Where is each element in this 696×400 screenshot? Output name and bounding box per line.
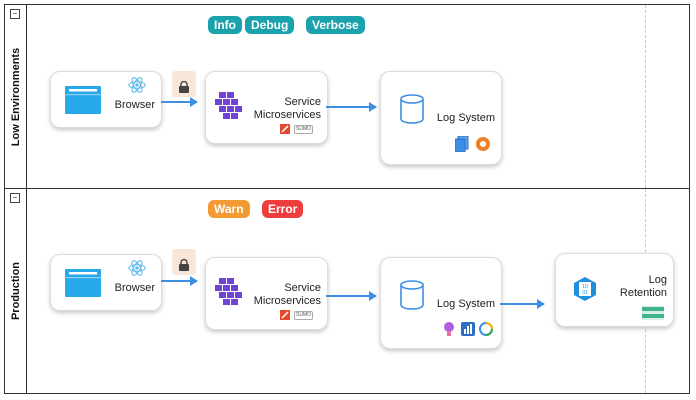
badge-debug: Debug xyxy=(245,16,295,34)
arrow-service-to-logs xyxy=(326,291,377,301)
react-icon xyxy=(128,260,146,276)
lane-title: Low Environments xyxy=(10,47,22,146)
kubernetes-pods-icon xyxy=(215,278,242,305)
java-icon xyxy=(280,310,290,320)
lane-header: − Low Environments xyxy=(5,5,27,188)
collapse-toggle[interactable]: − xyxy=(10,193,20,203)
badge-warn: Warn xyxy=(208,200,250,218)
service-label: Service Microservices xyxy=(253,282,321,307)
lane-title: Production xyxy=(10,261,22,321)
database-icon xyxy=(400,94,424,124)
docs-icon xyxy=(455,136,469,152)
java-icon xyxy=(280,124,290,134)
badge-verbose: Verbose xyxy=(306,16,365,34)
dashed-divider xyxy=(645,5,646,188)
arrow-browser-to-service xyxy=(161,97,198,107)
log-system-card[interactable]: Log System xyxy=(380,71,502,165)
lock-badge xyxy=(172,249,196,275)
log-retention-label: Log Retention xyxy=(619,274,667,299)
svg-text:01: 01 xyxy=(582,290,588,296)
lock-badge xyxy=(172,71,196,97)
service-card[interactable]: Service Microservices SUMO xyxy=(205,71,328,144)
archive-icon xyxy=(642,306,664,320)
arrow-browser-to-service xyxy=(161,276,198,286)
lock-icon xyxy=(179,259,189,271)
storage-icon: 10 01 xyxy=(574,277,596,301)
browser-window-icon xyxy=(65,269,101,297)
lane-low-environments: − Low Environments Info Debug Verbose B xyxy=(5,5,689,189)
service-card[interactable]: Service Microservices SUMO xyxy=(205,257,328,330)
log-system-label: Log System xyxy=(436,298,495,310)
sumo-icon: SUMO xyxy=(294,125,313,134)
lane-header: − Production xyxy=(5,189,27,393)
collapse-toggle[interactable]: − xyxy=(10,9,20,19)
diagram-frame: − Low Environments Info Debug Verbose B xyxy=(4,4,690,394)
browser-label: Browser xyxy=(114,282,155,294)
badge-error: Error xyxy=(262,200,304,218)
arrow-service-to-logs xyxy=(326,102,377,112)
browser-window-icon xyxy=(65,86,101,114)
svg-text:10: 10 xyxy=(582,284,588,290)
lane-production: − Production Warn Error Browser xyxy=(5,189,689,393)
lock-icon xyxy=(179,81,189,93)
kubernetes-pods-icon xyxy=(215,92,242,119)
database-icon xyxy=(400,280,424,310)
badge-info: Info xyxy=(208,16,242,34)
browser-label: Browser xyxy=(114,99,155,111)
browser-card[interactable]: Browser xyxy=(50,71,162,128)
log-system-card[interactable]: Log System xyxy=(380,257,502,349)
log-system-label: Log System xyxy=(436,112,495,124)
grafana-icon xyxy=(476,137,490,151)
browser-card[interactable]: Browser xyxy=(50,254,162,311)
kibana-icon xyxy=(444,322,454,336)
log-retention-card[interactable]: 10 01 Log Retention xyxy=(555,253,674,327)
monitoring-icon xyxy=(479,322,493,336)
sumo-icon: SUMO xyxy=(294,311,313,320)
arrow-logs-to-retention xyxy=(500,299,545,309)
react-icon xyxy=(128,77,146,93)
service-label: Service Microservices xyxy=(253,96,321,121)
analytics-icon xyxy=(461,322,475,336)
